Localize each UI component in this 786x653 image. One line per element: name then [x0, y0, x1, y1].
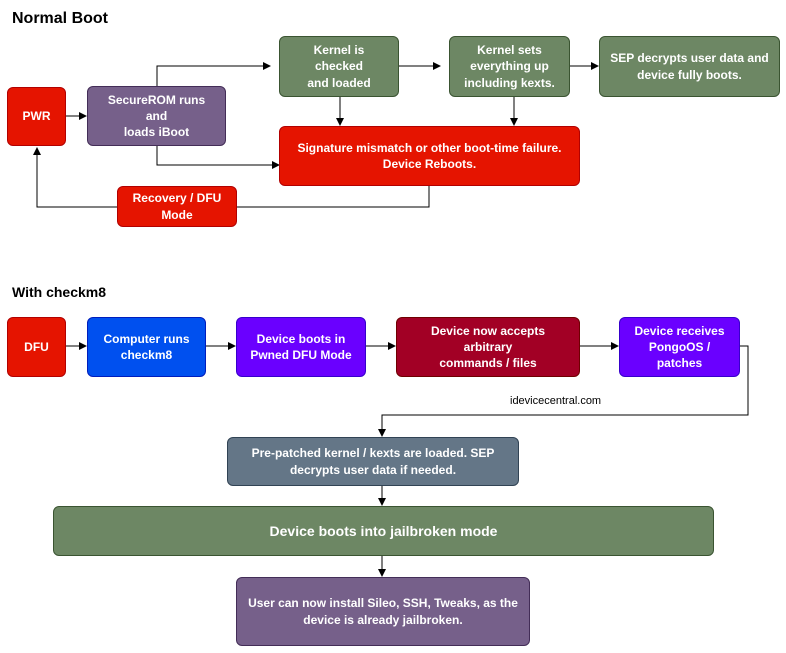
- watermark-text: idevicecentral.com: [510, 395, 602, 407]
- receives-pongo-node: Device receives PongoOS / patches: [619, 317, 740, 377]
- prepatched-label: Pre-patched kernel / kexts are loaded. S…: [251, 446, 495, 477]
- user-install-node: User can now install Sileo, SSH, Tweaks,…: [236, 577, 530, 646]
- kernel-sets-node: Kernel sets everything up including kext…: [449, 36, 570, 97]
- sep-decrypts-label: SEP decrypts user data and device fully …: [610, 51, 769, 82]
- recovery-dfu-node: Recovery / DFU Mode: [117, 186, 237, 227]
- prepatched-node: Pre-patched kernel / kexts are loaded. S…: [227, 437, 519, 486]
- sep-decrypts-node: SEP decrypts user data and device fully …: [599, 36, 780, 97]
- checkm8-heading: With checkm8: [12, 284, 107, 300]
- securerom-label: SecureROM runs and loads iBoot: [107, 92, 206, 140]
- arrow-pongo-to-prepatched: [378, 345, 749, 437]
- pwr-node: PWR: [7, 87, 66, 146]
- computer-runs-node: Computer runs checkm8: [87, 317, 206, 377]
- arrow-securerom-to-kernel-checked: [156, 62, 271, 86]
- jailbroken-mode-node: Device boots into jailbroken mode: [53, 506, 714, 556]
- computer-runs-label: Computer runs checkm8: [103, 331, 190, 362]
- pwned-dfu-label: Device boots in Pwned DFU Mode: [250, 331, 352, 362]
- accepts-arbitrary-label: Device now accepts arbitrary commands / …: [430, 323, 546, 371]
- user-install-label: User can now install Sileo, SSH, Tweaks,…: [248, 596, 518, 627]
- dfu-node: DFU: [7, 317, 66, 377]
- kernel-checked-node: Kernel is checked and loaded: [279, 36, 399, 97]
- kernel-sets-label: Kernel sets everything up including kext…: [464, 43, 555, 90]
- receives-pongo-label: Device receives PongoOS / patches: [634, 323, 725, 371]
- pwr-label: PWR: [22, 109, 51, 124]
- normal-boot-heading: Normal Boot: [12, 10, 108, 27]
- signature-mismatch-node: Signature mismatch or other boot-time fa…: [279, 126, 580, 186]
- pwned-dfu-node: Device boots in Pwned DFU Mode: [236, 317, 366, 377]
- securerom-node: SecureROM runs and loads iBoot: [87, 86, 226, 146]
- signature-mismatch-label: Signature mismatch or other boot-time fa…: [297, 140, 562, 171]
- kernel-checked-label: Kernel is checked and loaded: [307, 43, 371, 90]
- recovery-dfu-label: Recovery / DFU Mode: [132, 191, 222, 222]
- dfu-label: DFU: [24, 339, 49, 354]
- accepts-arbitrary-node: Device now accepts arbitrary commands / …: [396, 317, 580, 377]
- jailbroken-mode-label: Device boots into jailbroken mode: [269, 522, 498, 539]
- arrow-securerom-to-signature-mismatch: [156, 146, 280, 169]
